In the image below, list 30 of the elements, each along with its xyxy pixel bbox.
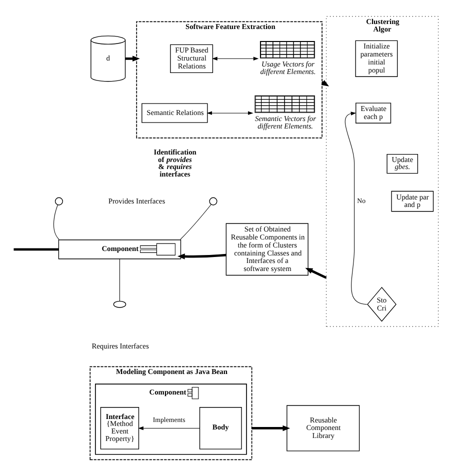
arrow <box>138 426 200 430</box>
label: Requires Interfaces <box>92 341 149 350</box>
node-box: Semantic Relations <box>142 102 208 122</box>
connector <box>180 204 212 240</box>
arrow <box>344 111 368 304</box>
node-circle <box>54 196 63 205</box>
node-circle <box>209 196 218 205</box>
arrow <box>252 424 290 431</box>
label: Provides Interfaces <box>108 196 166 205</box>
node-box: Initialize parameters initial popul <box>355 40 398 76</box>
node-arc <box>113 300 126 308</box>
connector <box>14 248 59 250</box>
node-box: Interface {Method Event Property} <box>100 406 140 449</box>
node-label: Semantic Vectors for different Elements. <box>254 114 316 130</box>
node-box: Body <box>199 406 242 449</box>
connector <box>53 204 60 240</box>
node-label: Usage Vectors for different Elements. <box>260 59 316 76</box>
node-diamond: Sto Cri <box>367 286 396 322</box>
arrow <box>212 56 259 60</box>
connector <box>119 258 120 301</box>
arrow <box>178 253 226 259</box>
node-box: Update gbes. <box>386 153 418 174</box>
arrow <box>305 267 327 278</box>
node-box: Reusable Component Library <box>286 404 360 451</box>
node-box: Evaluate each p <box>356 102 392 123</box>
arrow <box>206 110 254 114</box>
node-box: Set of Obtained Reusable Components in the form of Clusters containing Classes and Interfaces of a software system <box>226 222 308 276</box>
node-box: FUP Based Structural Relations <box>170 44 214 72</box>
node-box: Update par and p <box>391 190 434 212</box>
node-box: Component <box>58 239 182 259</box>
